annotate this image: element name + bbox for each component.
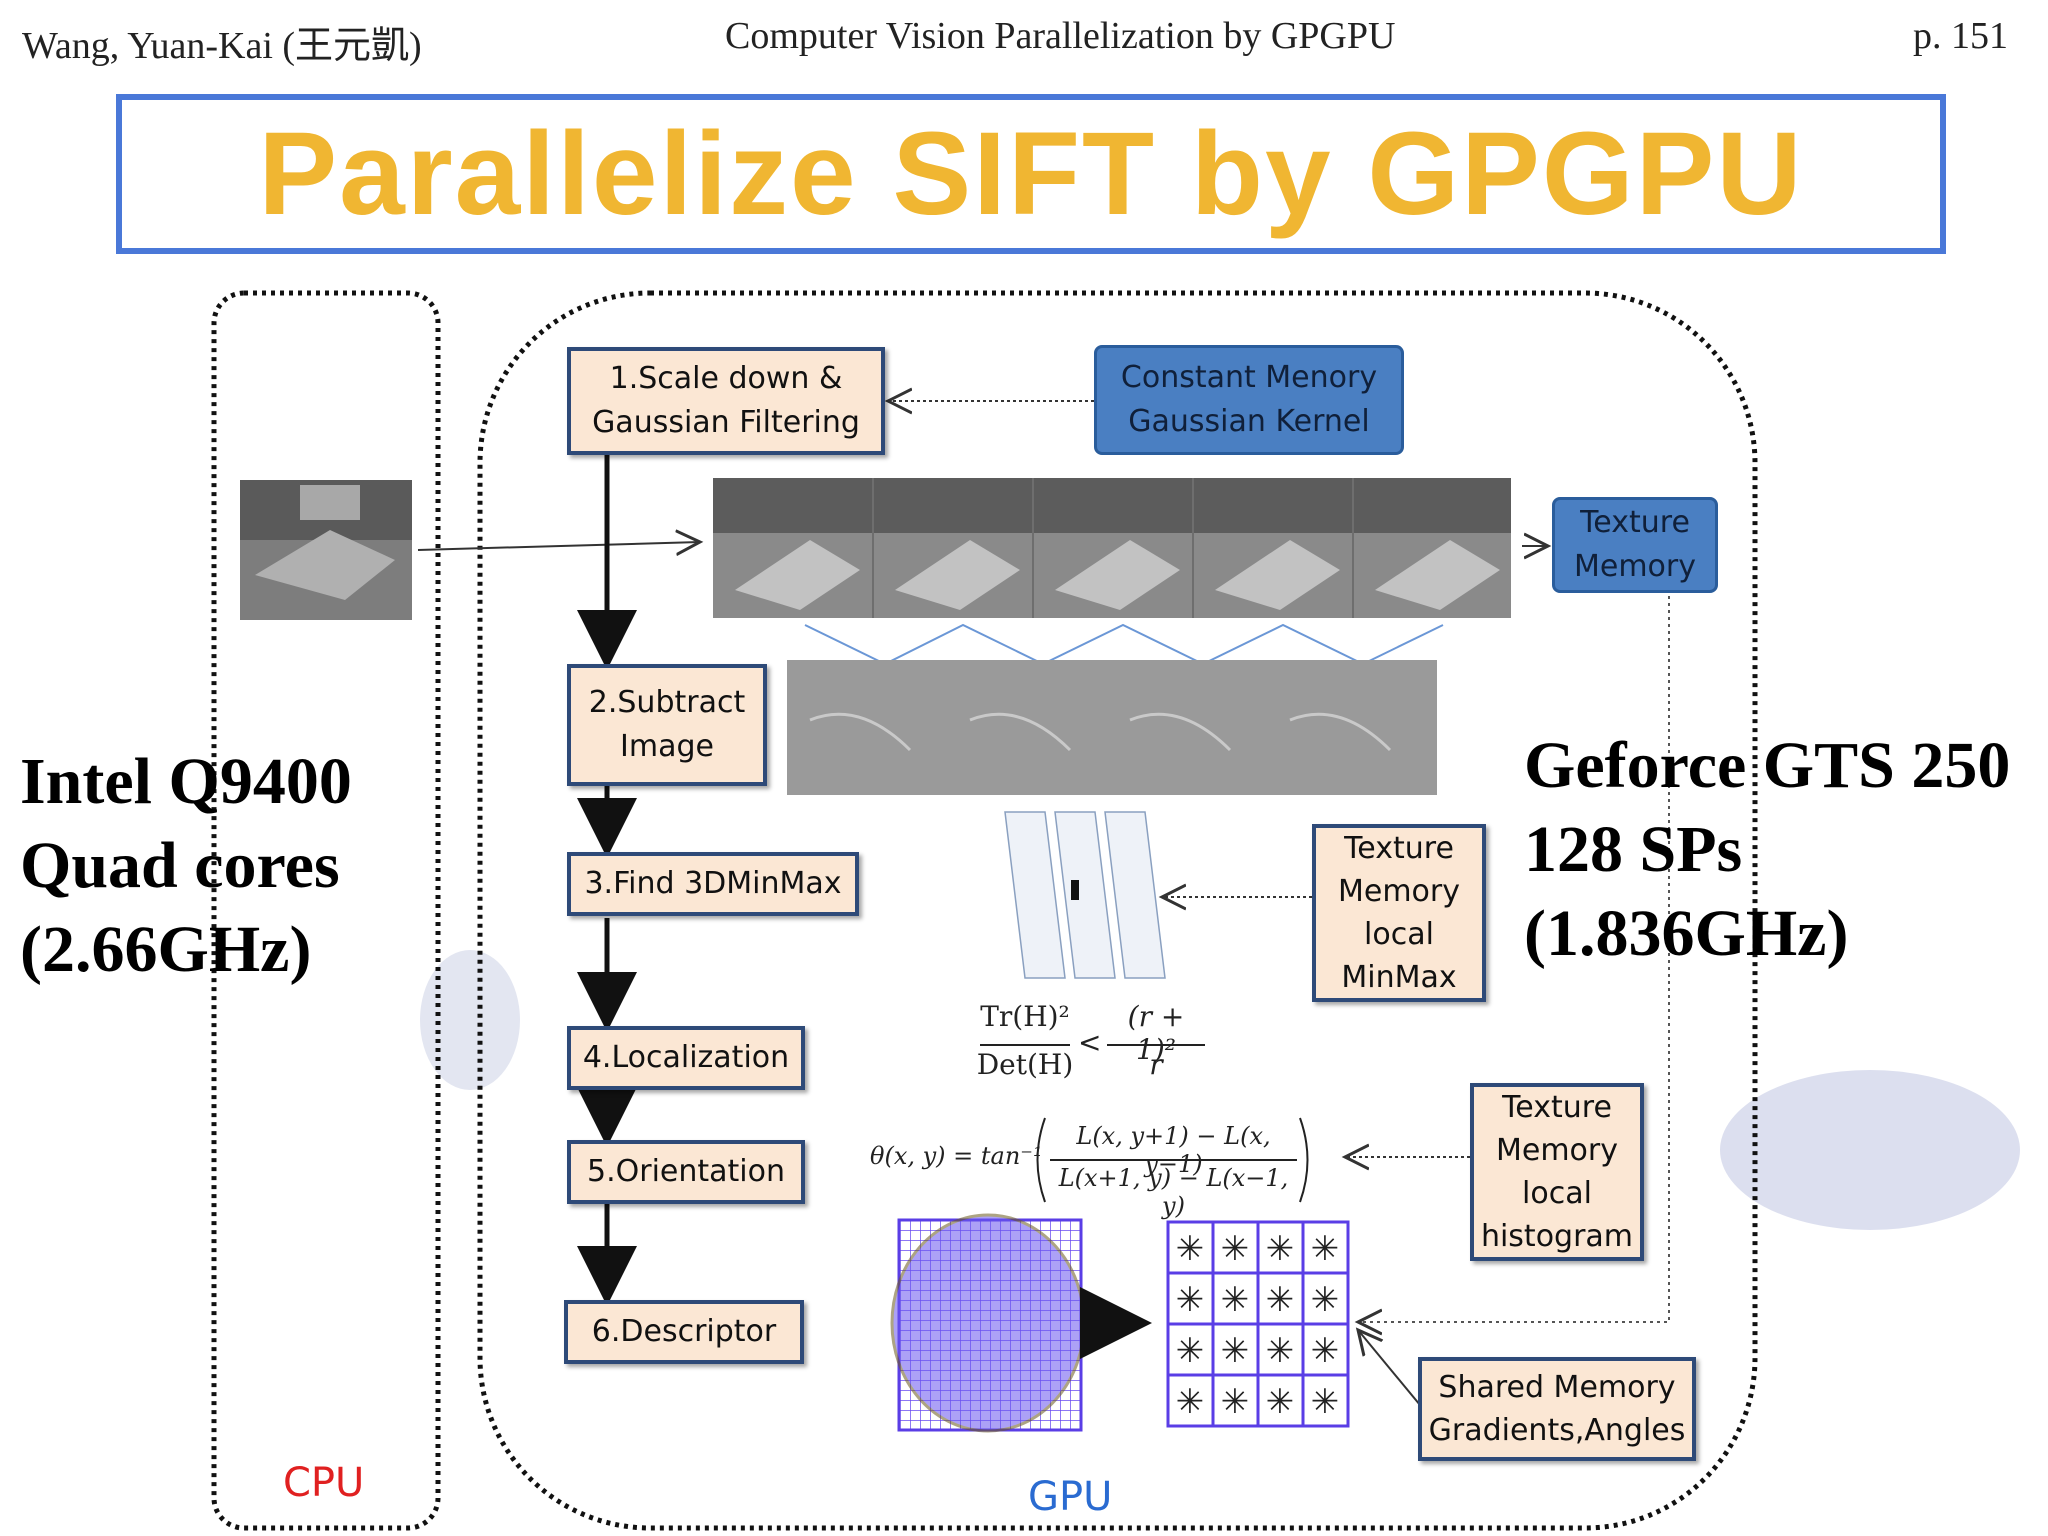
svg-text:✳: ✳ [1221,1331,1250,1371]
step-1-line1: 1.Scale down & [609,361,843,396]
input-image [240,480,412,620]
cpu-description: Intel Q9400 Quad cores (2.66GHz) [20,740,352,992]
constant-memory-line1: Constant Menory [1120,360,1378,395]
minmax-memory-line3: local [1364,917,1434,952]
cpu-clock: (2.66GHz) [20,913,312,986]
svg-text:✳: ✳ [1311,1280,1340,1320]
texture-link [1358,596,1670,1322]
theta-denominator: L(x+1, y) − L(x−1, y) [1058,1164,1289,1220]
gpu-label: GPU [1028,1474,1113,1520]
dog-connectors [804,623,1444,666]
step-3-label: 3.Find 3DMinMax [584,866,842,901]
gradient-grid [890,1213,1086,1433]
ratio-denominator: Det(H) [976,1048,1074,1081]
minmax-memory-line2: Memory [1337,874,1460,909]
cpu-container [211,290,441,1531]
minmax-grids [1004,811,1166,979]
slide-title: Parallelize SIFT by GPGPU [258,108,1804,240]
theta-paren-left [1036,1117,1046,1203]
ratio-right-denominator: r [1149,1048,1163,1081]
minmax-memory-line1: Texture [1344,831,1454,866]
histogram-memory-line1: Texture [1502,1090,1612,1125]
svg-text:✳: ✳ [1221,1280,1250,1320]
svg-text:✳: ✳ [1221,1229,1250,1269]
cpu-model: Intel Q9400 [20,745,352,818]
histogram-memory-line4: histogram [1480,1219,1634,1254]
step-6-descriptor: 6.Descriptor [564,1300,804,1364]
step-2-line2: Image [620,729,714,764]
cpu-label: CPU [283,1460,365,1506]
theta-numerator: L(x, y+1) − L(x, y−1) [1076,1122,1271,1178]
ratio-numerator: Tr(H)² [980,1000,1070,1033]
texture-memory-line1: Texture [1580,505,1690,540]
minmax-memory-line4: MinMax [1341,960,1457,995]
gpu-description: Geforce GTS 250 128 SPs (1.836GHz) [1524,724,2010,976]
background-blob [1720,1070,2020,1230]
header-author: Wang, Yuan-Kai (王元凱) [22,25,422,67]
ratio-right-numerator: (r + 1)² [1127,1000,1185,1066]
input-arrow [417,542,700,550]
histogram-memory-box: Texture Memory local histogram [1470,1083,1644,1261]
background-blob [420,950,520,1090]
svg-text:✳: ✳ [1266,1382,1295,1422]
theta-paren-right [1299,1117,1309,1203]
histogram-memory-line3: local [1522,1176,1592,1211]
minmax-memory-box: Texture Memory local MinMax [1312,824,1486,1002]
gpu-clock: (1.836GHz) [1524,897,1849,970]
step-2-subtract: 2.Subtract Image [567,664,767,786]
cpu-cores: Quad cores [20,829,340,902]
texture-memory-line2: Memory [1573,549,1696,584]
gpu-model: Geforce GTS 250 [1524,729,2011,802]
shared-memory-box: Shared Memory Gradients,Angles [1418,1357,1696,1461]
svg-text:✳: ✳ [1176,1229,1205,1269]
constant-memory-line2: Gaussian Kernel [1128,404,1370,439]
svg-text:✳: ✳ [1176,1331,1205,1371]
texture-memory-box: Texture Memory [1552,497,1718,593]
descriptor-grid [1166,1220,1350,1428]
step-5-orientation: 5.Orientation [567,1140,805,1204]
svg-text:✳: ✳ [1266,1331,1295,1371]
svg-text:✳: ✳ [1266,1229,1295,1269]
theta-lhs: θ(x, y) = tan⁻¹ [870,1142,1043,1170]
gpu-sps: 128 SPs [1524,813,1743,886]
svg-text:✳: ✳ [1311,1382,1340,1422]
step-1-line2: Gaussian Filtering [592,405,860,440]
svg-text:✳: ✳ [1221,1382,1250,1422]
step-6-label: 6.Descriptor [591,1314,777,1349]
shared-memory-arrow [1358,1330,1421,1406]
step-5-label: 5.Orientation [587,1154,785,1189]
svg-text:✳: ✳ [1311,1331,1340,1371]
header-page-number: p. 151 [1913,15,2008,57]
descriptor-stars: ✳ ✳ ✳ ✳ ✳ ✳ ✳ ✳ ✳ ✳ ✳ ✳ ✳ ✳ ✳ ✳ [1176,1229,1340,1422]
step-3-find-minmax: 3.Find 3DMinMax [567,852,859,916]
title-box: Parallelize SIFT by GPGPU [116,94,1946,254]
step-1-scale-down: 1.Scale down & Gaussian Filtering [567,347,885,455]
constant-memory-box: Constant Menory Gaussian Kernel [1094,345,1404,455]
step-4-localization: 4.Localization [567,1026,805,1090]
svg-text:✳: ✳ [1176,1280,1205,1320]
step-2-line1: 2.Subtract [588,685,746,720]
gaussian-images [713,478,1511,618]
shared-memory-line1: Shared Memory [1438,1370,1676,1405]
svg-text:✳: ✳ [1176,1382,1205,1422]
ratio-operator: < [1078,1026,1102,1059]
step-4-label: 4.Localization [582,1040,790,1075]
histogram-memory-line2: Memory [1495,1133,1618,1168]
gpu-container [477,290,1758,1531]
shared-memory-line2: Gradients,Angles [1428,1413,1686,1448]
header-course: Computer Vision Parallelization by GPGPU [725,15,1396,57]
svg-text:✳: ✳ [1311,1229,1340,1269]
dog-images [787,660,1437,795]
svg-text:✳: ✳ [1266,1280,1295,1320]
